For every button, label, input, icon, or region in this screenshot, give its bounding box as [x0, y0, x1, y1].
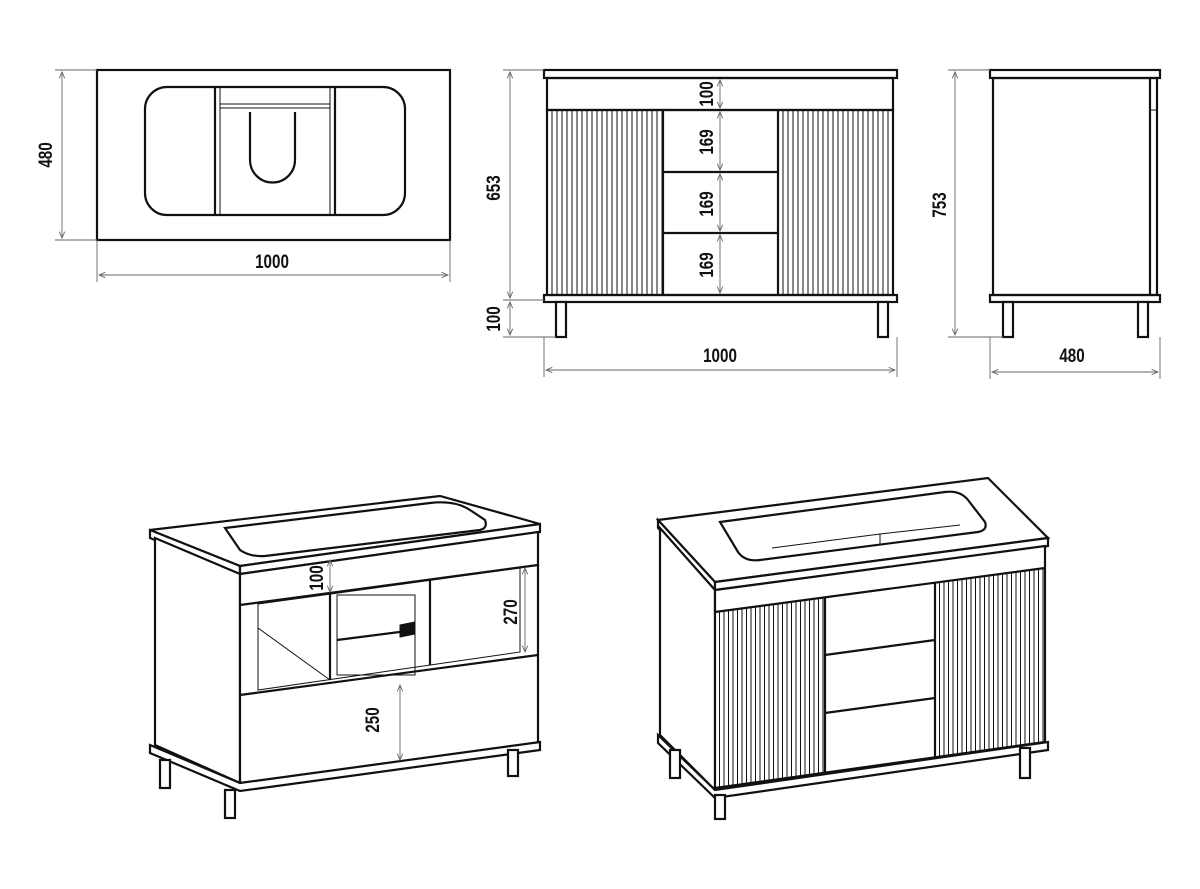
iso-lower-label: 250 [361, 707, 383, 732]
side-height-label: 753 [928, 192, 950, 217]
top-width-label: 1000 [255, 250, 289, 272]
drawer-3-label: 169 [695, 252, 717, 277]
front-height-label: 653 [482, 175, 504, 200]
front-width-label: 1000 [703, 344, 737, 366]
drawer-2-label: 169 [695, 191, 717, 216]
side-view: 753 480 [928, 68, 1162, 379]
front-leg-label: 100 [482, 306, 504, 331]
front-view: 653 100 1000 100 169 169 169 [482, 68, 899, 377]
iso-top-band-label: 100 [305, 565, 327, 590]
top-depth-label: 480 [34, 142, 56, 167]
iso-open-view: 100 270 250 [148, 494, 542, 820]
iso-upper-label: 270 [499, 599, 521, 624]
drawer-1-label: 169 [695, 129, 717, 154]
side-depth-label: 480 [1059, 344, 1084, 366]
top-drawer-label: 100 [695, 81, 717, 106]
top-view: 480 1000 [34, 68, 452, 282]
iso-closed-view [655, 476, 1051, 821]
